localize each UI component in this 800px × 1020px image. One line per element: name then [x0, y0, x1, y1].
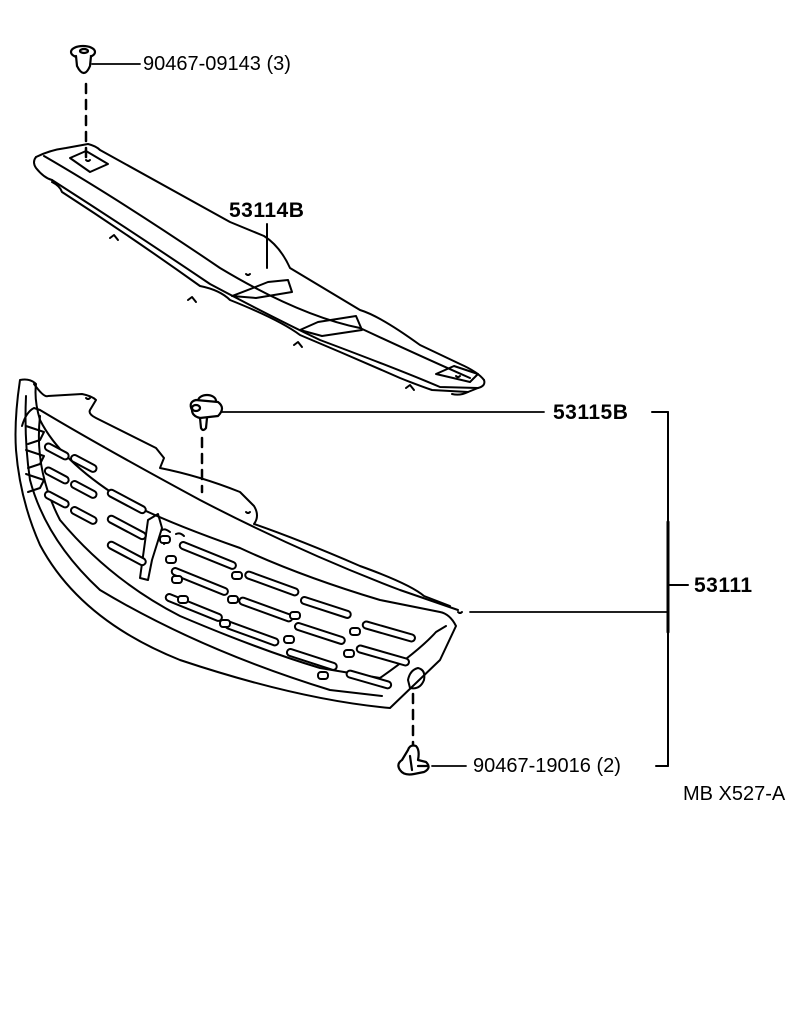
label-clip-bottom: 90467-19016 (2): [473, 755, 621, 777]
label-clip-top: 90467-09143 (3): [143, 53, 291, 75]
upper-molding-53114b: [33, 143, 486, 396]
assembly-bracket: [651, 411, 689, 767]
label-53114b: 53114B: [229, 199, 305, 222]
label-53115b: 53115B: [553, 401, 629, 424]
grille-slots: [43, 442, 416, 690]
clip-top-icon: [69, 44, 97, 75]
clip-bottom-icon: [397, 744, 430, 776]
emblem-clip-icon: [189, 393, 224, 432]
figure-code: MB X527-A: [683, 783, 786, 805]
label-53111: 53111: [694, 574, 753, 597]
